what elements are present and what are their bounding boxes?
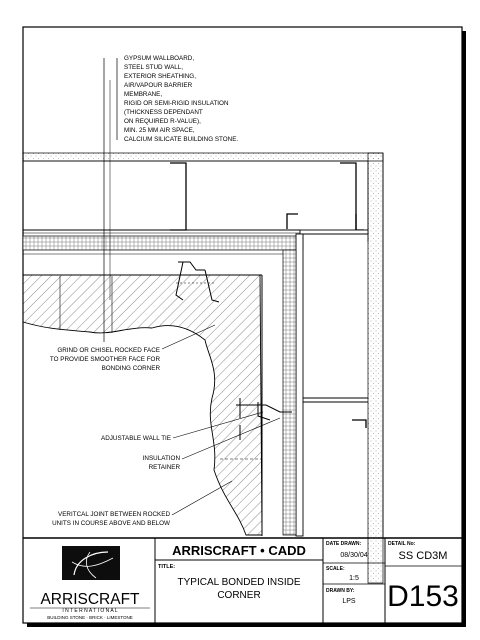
note-line: RETAINER — [149, 464, 181, 471]
leader-line — [161, 324, 216, 350]
leader-line — [172, 411, 264, 439]
rigid-insulation-right — [282, 249, 297, 536]
title-label: TITLE: — [158, 564, 175, 570]
note-line: STEEL STUD WALL, — [124, 64, 183, 71]
corner-detail-drawing — [22, 152, 384, 584]
leader-line — [171, 480, 233, 516]
note-line: MIN. 25 MM AIR SPACE, — [124, 127, 195, 134]
logo-mark-box — [62, 546, 120, 580]
note-rocked-face: GRIND OR CHISEL ROCKED FACE TO PROVIDE S… — [50, 324, 216, 372]
gypsum-wallboard-right — [367, 152, 384, 584]
exterior-sheathing-right — [295, 233, 304, 537]
wall-tie-top — [175, 261, 220, 303]
gypsum-wallboard-top — [22, 152, 384, 162]
wall-tie-right — [236, 398, 292, 440]
note-line: TO PROVIDE SMOOTHER FACE FOR — [50, 356, 161, 363]
detail-code: SS CD3M — [399, 550, 448, 562]
note-line: EXTERIOR SHEATHING, — [124, 73, 196, 80]
note-wall-tie: ADJUSTABLE WALL TIE — [101, 411, 264, 442]
arriscraft-logo: ARRISCRAFT I N T E R N A T I O N A L BUI… — [30, 546, 150, 620]
note-line: ON REQUIRED R-VALUE), — [124, 118, 201, 125]
note-line: CALCIUM SILICATE BUILDING STONE. — [124, 136, 238, 143]
note-line: BONDING CORNER — [102, 365, 161, 372]
drawn-by-value: LPS — [342, 598, 356, 605]
drawn-by-label: DRAWN BY: — [326, 588, 355, 594]
note-line: MEMBRANE, — [124, 91, 162, 98]
note-line: RIGID OR SEMI-RIGID INSULATION — [124, 100, 229, 107]
detail-label: DETAIL No: — [388, 541, 416, 547]
scale-value: 1:5 — [349, 575, 359, 582]
note-line: VERITCAL JOINT BETWEEN ROCKED — [58, 511, 170, 518]
note-wall-assembly: GYPSUM WALLBOARD, STEEL STUD WALL, EXTER… — [103, 55, 238, 342]
title-block: ARRISCRAFT I N T E R N A T I O N A L BUI… — [23, 537, 462, 623]
note-line: ADJUSTABLE WALL TIE — [101, 435, 171, 442]
note-vertical-joint: VERITCAL JOINT BETWEEN ROCKED UNITS IN C… — [52, 480, 233, 527]
company-name: ARRISCRAFT — [40, 591, 140, 608]
rigid-insulation-top — [22, 235, 304, 251]
scale-label: SCALE: — [326, 566, 345, 572]
steel-stud — [340, 162, 357, 230]
detail-number: D153 — [387, 580, 459, 613]
drawing-title-line: TYPICAL BONDED INSIDE — [178, 577, 301, 588]
calcium-silicate-stone — [22, 274, 263, 536]
date-value: 08/30/04 — [340, 552, 367, 559]
note-insulation-retainer: INSULATION RETAINER — [143, 417, 281, 471]
leader-line — [181, 417, 281, 460]
company-tagline: BUILDING STONE · BRICK · LIMESTONE — [47, 615, 133, 620]
note-line: INSULATION — [143, 455, 181, 462]
title-block-header: ARRISCRAFT • CADD — [172, 543, 306, 558]
note-line: UNITS IN COURSE ABOVE AND BELOW — [52, 520, 170, 527]
drawing-title-line: CORNER — [217, 590, 260, 601]
date-label: DATE DRAWN: — [326, 541, 362, 547]
company-sub: I N T E R N A T I O N A L — [62, 608, 117, 614]
note-line: GYPSUM WALLBOARD, — [124, 55, 194, 62]
note-line: GRIND OR CHISEL ROCKED FACE — [57, 347, 160, 354]
note-line: (THICKNESS DEPENDANT — [124, 109, 203, 116]
note-line: AIR/VAPOUR BARRIER — [124, 82, 193, 89]
